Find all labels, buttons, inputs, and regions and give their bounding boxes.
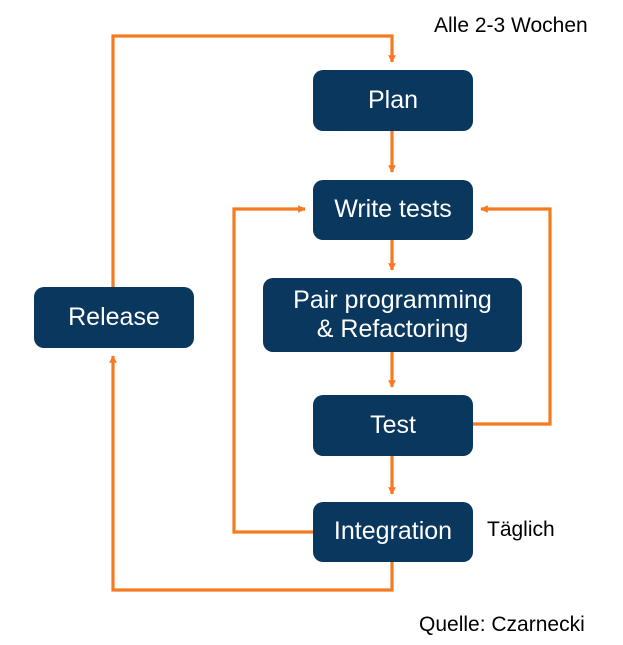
caption-integration-frequency: Täglich [487,518,555,541]
caption-source-attribution: Quelle: Czarnecki [419,613,585,636]
node-test[interactable]: Test [313,395,473,456]
node-release-label: Release [68,302,160,331]
edge-integration-to-write-tests-feedback [232,205,313,534]
node-integration-label: Integration [333,517,453,546]
edge-integration-to-release [109,355,394,592]
node-plan-label: Plan [367,85,419,114]
node-test-label: Test [370,410,416,439]
edge-release-to-plan [111,34,396,287]
node-release[interactable]: Release [34,287,194,348]
edge-test-to-write-tests-feedback [473,205,552,426]
node-integration[interactable]: Integration [313,502,473,562]
node-pair-programming-refactoring-label: Pair programming & Refactoring [293,285,492,344]
caption-release-cadence: Alle 2-3 Wochen [434,14,588,37]
node-plan[interactable]: Plan [313,70,473,131]
node-write-tests-label: Write tests [334,195,452,224]
node-write-tests[interactable]: Write tests [313,180,473,240]
node-pair-programming-refactoring[interactable]: Pair programming & Refactoring [263,278,522,352]
